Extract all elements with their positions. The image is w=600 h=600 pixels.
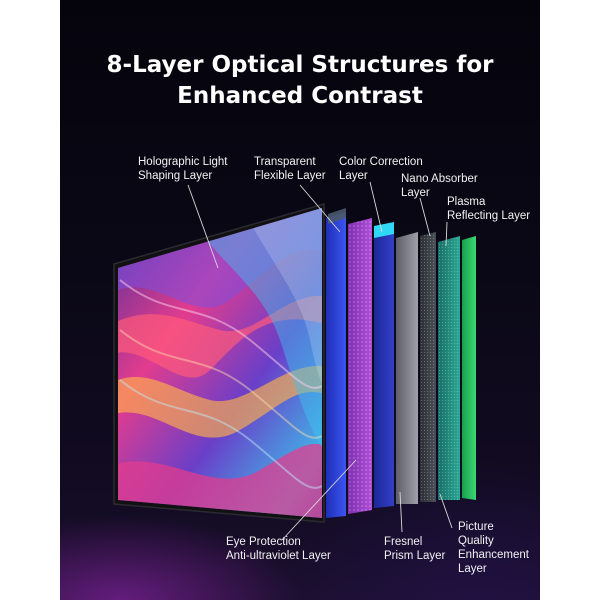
layer-transparent-flexible [326, 212, 346, 518]
product-infographic: 8-Layer Optical Structures for Enhanced … [60, 0, 540, 600]
layer-plasma-reflecting-dots [438, 236, 460, 500]
leader-lines [187, 181, 453, 541]
layer-transparent-top [328, 208, 346, 224]
layer-picture-quality-enhancement [462, 236, 476, 500]
layer-color-correction-edge [374, 222, 394, 238]
layer-nano-absorber-dots [420, 232, 436, 502]
layer-diagram [113, 181, 476, 541]
layer-fresnel-prism [396, 232, 418, 504]
layer-color-correction [374, 226, 394, 508]
layer-eye-protection-dots [348, 218, 372, 514]
tv-screen [118, 208, 322, 518]
title-line-2: Enhanced Contrast [177, 83, 423, 109]
title-line-1: 8-Layer Optical Structures for [106, 52, 494, 78]
